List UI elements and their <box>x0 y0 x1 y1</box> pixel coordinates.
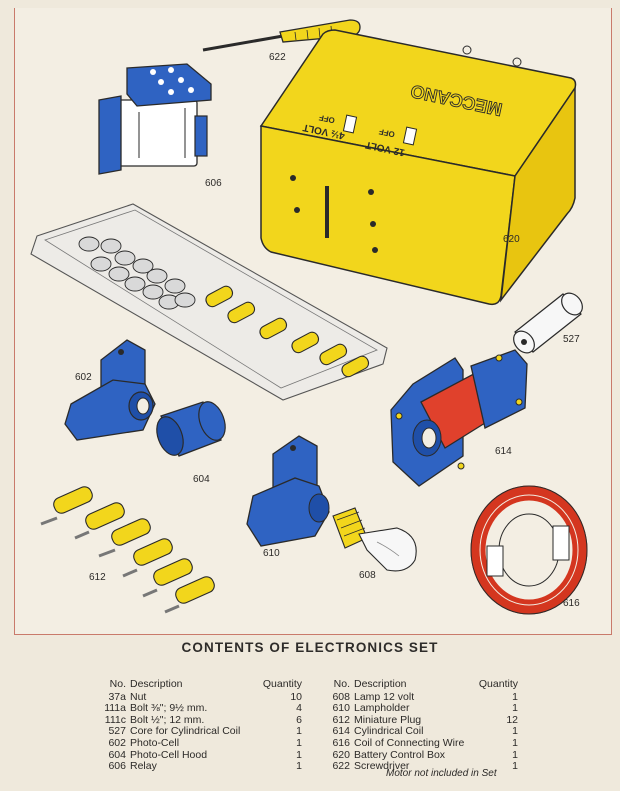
item-description: Screwdriver <box>354 760 410 773</box>
item-description: Photo-Cell Hood <box>130 748 208 761</box>
motor-note: Motor not included in Set <box>386 768 497 779</box>
table-row: 602 Photo-Cell 1 <box>94 736 302 750</box>
parts-illustration: 622 606 MECCANO <box>14 8 612 635</box>
item-quantity: 1 <box>296 760 302 773</box>
item-number: 616 <box>332 736 350 749</box>
item-number: 614 <box>332 725 350 738</box>
table-row: 616 Coil of Connecting Wire 1 <box>318 736 518 750</box>
item-quantity: 6 <box>296 713 302 726</box>
parts-tray <box>30 203 388 401</box>
item-quantity: 1 <box>296 725 302 738</box>
item-description: Coil of Connecting Wire <box>354 736 465 749</box>
part-number-608: 608 <box>359 570 376 581</box>
contents-title: CONTENTS OF ELECTRONICS SET <box>181 640 439 655</box>
part-number-606: 606 <box>205 178 222 189</box>
relay-606 <box>98 63 212 175</box>
plug-pins <box>40 516 180 614</box>
item-quantity: 1 <box>296 748 302 761</box>
header-description: Description <box>130 678 183 690</box>
item-description: Cylindrical Coil <box>354 725 424 738</box>
table-row: 37a Nut 10 <box>94 690 302 704</box>
item-quantity: 1 <box>296 736 302 749</box>
parts-drawing: 622 606 MECCANO <box>30 19 588 615</box>
table-header: No. Description Quantity <box>94 678 302 691</box>
item-quantity: 1 <box>512 702 518 715</box>
item-description: Nut <box>130 690 147 703</box>
part-number-622: 622 <box>269 52 286 63</box>
header-quantity: Quantity <box>262 678 302 690</box>
item-description: Bolt ⅜"; 9½ mm. <box>130 702 208 715</box>
table-row: 604 Photo-Cell Hood 1 <box>94 748 302 762</box>
item-description: Miniature Plug <box>354 713 422 726</box>
cylindrical-coil-614 <box>390 349 528 487</box>
item-description: Core for Cylindrical Coil <box>130 725 241 738</box>
lampholder-610 <box>246 435 330 547</box>
item-quantity: 1 <box>512 690 518 703</box>
item-quantity: 10 <box>290 690 302 703</box>
item-quantity: 1 <box>512 748 518 761</box>
item-number: 622 <box>332 760 350 773</box>
miniature-plugs-612 <box>53 486 215 604</box>
item-number: 606 <box>108 760 126 773</box>
item-number: 37a <box>108 690 126 703</box>
header-no: No. <box>109 678 126 690</box>
table-row: 614 Cylindrical Coil 1 <box>318 726 518 738</box>
item-quantity: 12 <box>506 713 518 726</box>
table-row: 612 Miniature Plug 12 <box>318 713 518 727</box>
table-row: 608 Lamp 12 volt 1 <box>318 690 518 704</box>
item-description: Battery Control Box <box>354 748 446 761</box>
item-number: 620 <box>332 748 350 761</box>
table-row: 610 Lampholder 1 <box>318 703 518 715</box>
item-number: 610 <box>332 702 350 715</box>
part-number-616: 616 <box>563 598 580 609</box>
item-quantity: 1 <box>512 736 518 749</box>
table-row: 111a Bolt ⅜"; 9½ mm. 4 <box>94 703 302 715</box>
item-number: 604 <box>108 748 126 761</box>
table-row: 622 Screwdriver 1 <box>318 761 518 773</box>
lamp-608 <box>332 507 417 572</box>
part-number-614: 614 <box>495 446 512 457</box>
item-quantity: 4 <box>296 702 302 715</box>
item-number: 111a <box>104 702 126 715</box>
battery-box-620 <box>259 29 577 306</box>
item-description: Lamp 12 volt <box>354 690 415 703</box>
item-description: Photo-Cell <box>130 736 180 749</box>
header-description: Description <box>354 678 407 690</box>
header-quantity: Quantity <box>478 678 518 690</box>
item-description: Relay <box>130 760 157 773</box>
item-description: Lampholder <box>354 702 410 715</box>
part-number-604: 604 <box>193 474 210 485</box>
item-number: 608 <box>332 690 350 703</box>
photo-cell-hood-604 <box>156 401 226 457</box>
item-number: 527 <box>108 725 126 738</box>
item-quantity: 1 <box>512 725 518 738</box>
part-number-527: 527 <box>563 334 580 345</box>
part-number-602: 602 <box>75 372 92 383</box>
core-527 <box>513 292 583 354</box>
table-row: 606 Relay 1 <box>94 761 302 773</box>
part-number-620: 620 <box>503 234 520 245</box>
item-number: 612 <box>332 713 350 726</box>
table-row: 111c Bolt ½"; 12 mm. 6 <box>94 713 302 727</box>
item-number: 111c <box>104 713 126 726</box>
header-no: No. <box>333 678 350 690</box>
switch-off-label-right: OFF <box>378 127 396 139</box>
table-row: 527 Core for Cylindrical Coil 1 <box>94 726 302 738</box>
item-number: 602 <box>108 736 126 749</box>
switch-off-label-left: OFF <box>318 113 336 125</box>
wire-coil-616 <box>470 485 588 615</box>
table-header: No. Description Quantity <box>318 678 518 691</box>
part-number-610: 610 <box>263 548 280 559</box>
table-row: 620 Battery Control Box 1 <box>318 748 518 762</box>
part-number-612: 612 <box>89 572 106 583</box>
item-quantity: 1 <box>512 760 518 773</box>
contents-table-right: No. Description Quantity 608 Lamp 12 volt… <box>318 678 518 773</box>
photo-cell-602 <box>64 339 156 441</box>
item-description: Bolt ½"; 12 mm. <box>130 713 205 726</box>
